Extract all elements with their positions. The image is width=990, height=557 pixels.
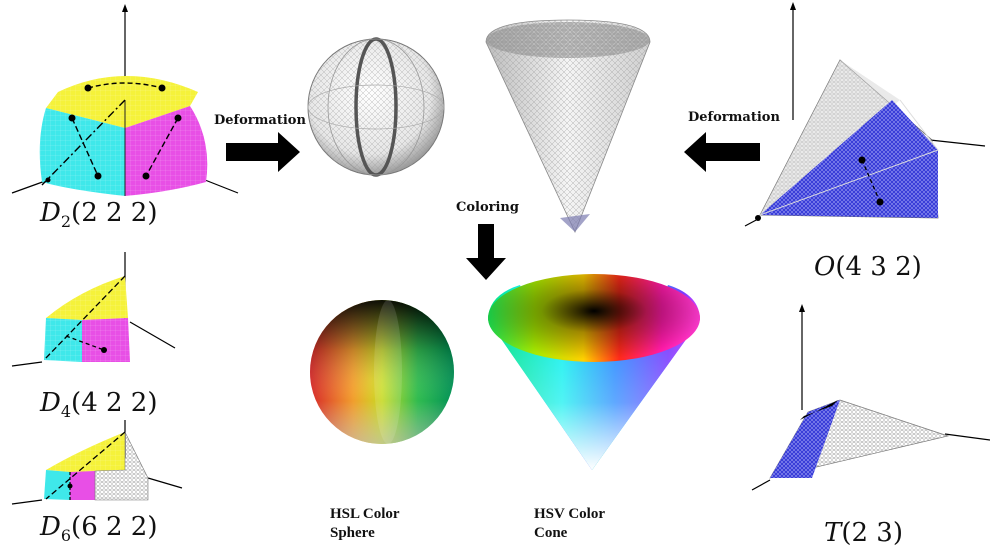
hsl-sphere-caption: HSL Color Sphere — [330, 505, 400, 543]
d2-z-axis-arrowhead — [122, 4, 128, 12]
mesh-cone — [485, 19, 651, 234]
d4-group-label: D4(4 2 2) — [40, 388, 158, 421]
hsv-cone-caption: HSV Color Cone — [534, 505, 605, 543]
hsl-caption-line1: HSL Color — [330, 506, 400, 522]
d2-group-label: D2(2 2 2) — [40, 198, 158, 231]
hsv-caption-line1: HSV Color — [534, 506, 605, 522]
coloring-label: Coloring — [456, 200, 519, 215]
hsv-caption-line2: Cone — [534, 525, 568, 541]
deformation-arrow-right — [684, 132, 760, 172]
deformation-label-right: Deformation — [688, 110, 780, 125]
coloring-arrow — [466, 224, 506, 280]
mesh-sphere — [307, 37, 445, 177]
hsl-caption-line2: Sphere — [330, 525, 375, 541]
d2-x-axis — [11, 179, 49, 194]
d6-group-label: D6(6 2 2) — [40, 512, 158, 545]
deformation-label-left: Deformation — [214, 113, 306, 128]
t-group-shape — [751, 304, 990, 491]
o-group-shape — [744, 2, 986, 227]
d6-shape — [11, 420, 183, 505]
hsv-color-cone — [488, 274, 700, 470]
t-group-label: T(2 3) — [824, 518, 903, 548]
hsl-color-sphere — [310, 300, 454, 444]
deformation-arrow-left — [226, 132, 300, 172]
o-group-label: O(4 3 2) — [814, 252, 922, 282]
d4-shape — [11, 252, 176, 367]
d2-shape — [11, 4, 239, 196]
d2-y-axis — [204, 179, 239, 194]
